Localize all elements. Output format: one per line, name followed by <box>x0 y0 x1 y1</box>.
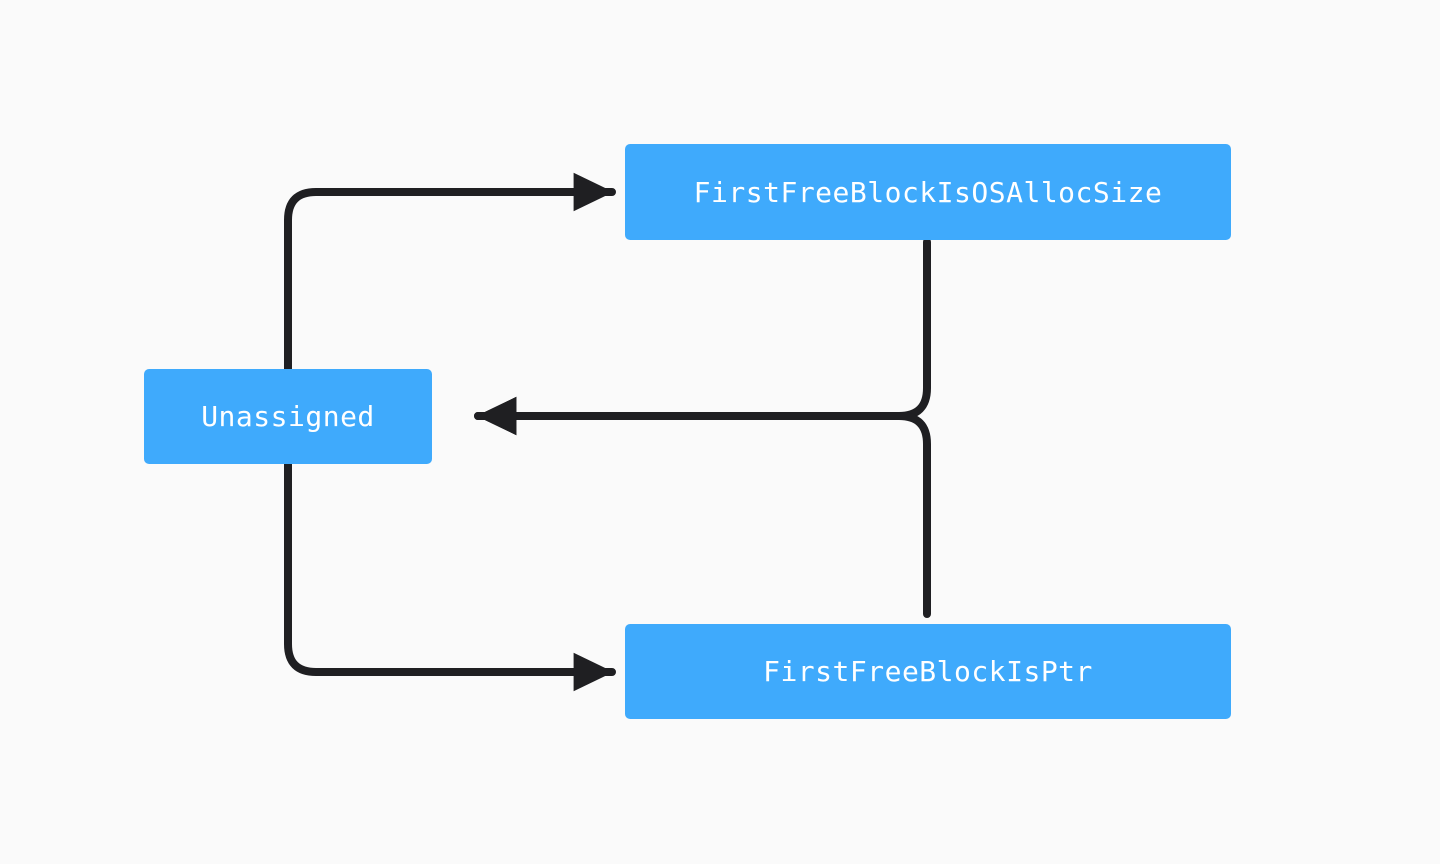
node-label: Unassigned <box>201 400 375 433</box>
node-label: FirstFreeBlockIsPtr <box>763 655 1093 688</box>
edge-is-ptr-to-unassigned <box>474 396 931 618</box>
node-first-free-block-is-ptr[interactable]: FirstFreeBlockIsPtr <box>625 624 1231 719</box>
node-first-free-block-is-os-alloc-size[interactable]: FirstFreeBlockIsOSAllocSize <box>625 144 1231 240</box>
node-unassigned[interactable]: Unassigned <box>144 369 432 464</box>
node-label: FirstFreeBlockIsOSAllocSize <box>693 175 1163 209</box>
edge-unassigned-to-is-ptr <box>284 460 616 692</box>
edge-unassigned-to-os-alloc-size <box>284 172 616 373</box>
edge-os-alloc-size-to-unassigned <box>474 238 931 436</box>
